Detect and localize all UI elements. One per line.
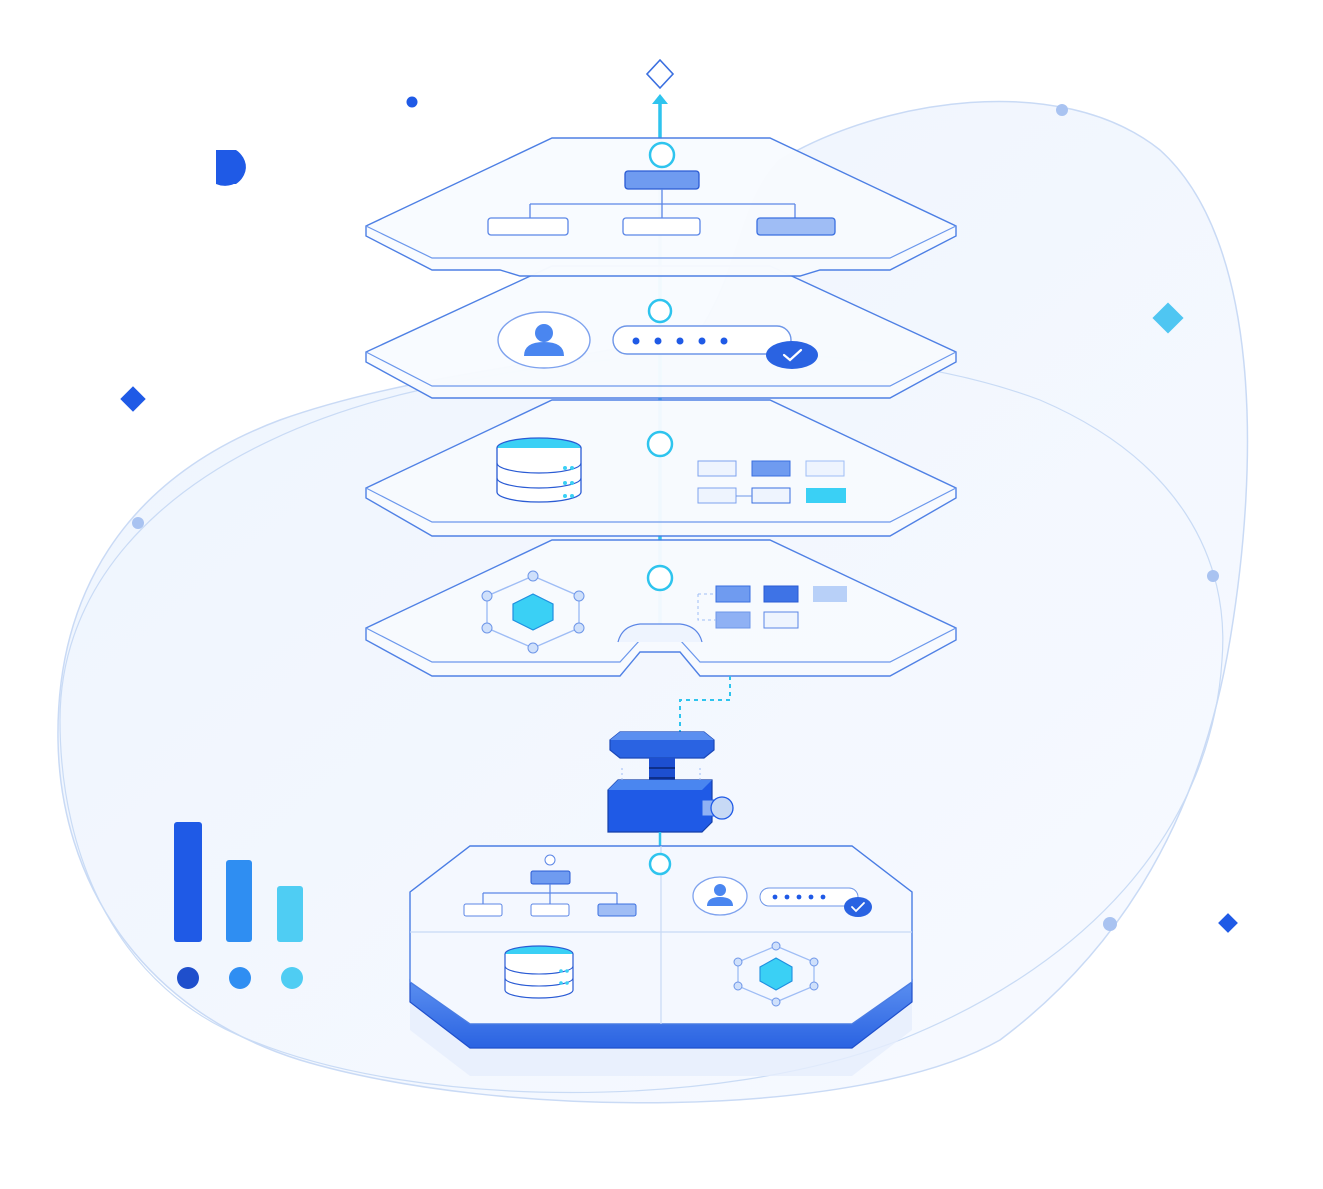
spine-node bbox=[646, 430, 674, 458]
user-avatar-icon bbox=[497, 311, 591, 369]
arrow-up-icon bbox=[652, 94, 668, 104]
password-dot bbox=[676, 337, 684, 345]
password-dot bbox=[698, 337, 706, 345]
database-icon bbox=[504, 945, 574, 999]
bar-dot-1 bbox=[177, 967, 199, 989]
spine-node bbox=[647, 298, 673, 324]
layer-plate-4 bbox=[365, 539, 957, 677]
spine-node bbox=[646, 564, 674, 592]
decorations bbox=[120, 96, 1238, 933]
blob-node-dot bbox=[1207, 570, 1219, 582]
grid-blocks-icon bbox=[697, 460, 846, 504]
org-chart-icon bbox=[463, 854, 637, 917]
bar-dot-2 bbox=[229, 967, 251, 989]
bar-3 bbox=[277, 886, 303, 942]
bar-1 bbox=[174, 822, 202, 942]
leaf-shape-icon bbox=[216, 150, 246, 186]
password-dot bbox=[654, 337, 662, 345]
bar-dot-3 bbox=[281, 967, 303, 989]
blob-node-dot bbox=[132, 517, 144, 529]
bar-2 bbox=[226, 860, 252, 942]
org-chart-icon bbox=[487, 170, 836, 236]
bar-chart-icon bbox=[174, 822, 303, 989]
diamond-icon bbox=[1218, 913, 1238, 933]
diamond-icon bbox=[120, 386, 146, 412]
password-field bbox=[612, 325, 792, 355]
blob-node-dot bbox=[1056, 104, 1068, 116]
layer-plate-1 bbox=[365, 137, 957, 277]
password-dot bbox=[632, 337, 640, 345]
layer-plate-2 bbox=[365, 265, 957, 399]
grid-blocks-icon bbox=[697, 585, 847, 629]
database-icon bbox=[496, 437, 582, 503]
password-dot bbox=[720, 337, 728, 345]
connector-adapter-icon bbox=[607, 731, 734, 833]
user-password-icon bbox=[692, 876, 872, 917]
diamond-icon bbox=[1152, 302, 1184, 334]
dashed-connector-line bbox=[679, 676, 731, 736]
layer-plate-3 bbox=[365, 399, 957, 537]
spine-node bbox=[648, 141, 676, 169]
checkmark-badge-icon bbox=[766, 341, 818, 369]
blob-node-dot bbox=[1103, 917, 1117, 931]
small-dot-icon bbox=[406, 96, 418, 108]
spine-node bbox=[648, 852, 672, 876]
base-platform bbox=[409, 845, 913, 1076]
diamond-outline-icon bbox=[645, 58, 675, 90]
hexagon-network-icon bbox=[733, 941, 819, 1007]
hexagon-network-icon bbox=[481, 570, 585, 654]
